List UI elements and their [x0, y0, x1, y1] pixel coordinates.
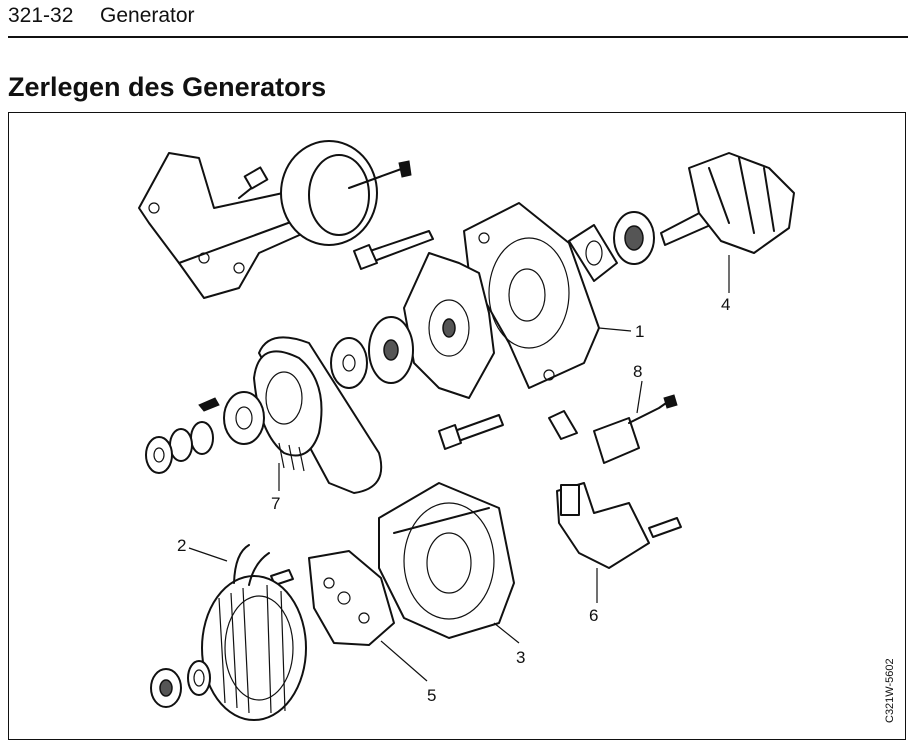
callout-6: 6 — [589, 606, 598, 625]
stator-washer — [187, 660, 211, 696]
callout-4: 4 — [721, 295, 730, 314]
spacer-small — [330, 337, 368, 389]
callout-3: 3 — [516, 648, 525, 667]
header-rule — [8, 36, 908, 38]
rectifier-plate — [308, 550, 395, 646]
slip-ring-end-housing — [378, 482, 515, 639]
exploded-view-figure: 1 2 3 4 5 6 7 8 C321W-5602 — [8, 112, 906, 740]
figure-id: C321W-5602 — [884, 658, 896, 723]
rotor — [660, 152, 795, 254]
drive-belt — [253, 336, 383, 494]
rotor-bearing — [613, 211, 655, 265]
bolt-middle — [438, 414, 504, 450]
small-cap — [548, 410, 578, 440]
pulley-nut-stack — [145, 391, 265, 474]
suppression-capacitor — [593, 394, 678, 464]
section-name: Generator — [100, 4, 195, 27]
fan — [403, 252, 495, 399]
callout-5: 5 — [427, 686, 436, 705]
mounting-bracket — [138, 152, 350, 299]
callout-8: 8 — [633, 362, 642, 381]
end-bearing — [150, 668, 182, 708]
leader-lines — [188, 255, 730, 682]
bolt-upper — [353, 230, 434, 270]
stator — [201, 544, 307, 721]
tensioner-pulley — [280, 140, 412, 246]
callout-2: 2 — [177, 536, 186, 555]
voltage-regulator — [556, 482, 682, 569]
generator-exploded-drawing: 1 2 3 4 5 6 7 8 C321W-5602 — [138, 140, 896, 723]
callout-1: 1 — [635, 322, 644, 341]
spacer-large — [368, 316, 414, 384]
bearing-plate — [568, 224, 618, 282]
section-code: 321-32 — [8, 4, 74, 27]
callout-7: 7 — [271, 494, 280, 513]
page-title: Zerlegen des Generators — [8, 72, 327, 102]
page-header: 321-32 Generator — [8, 0, 908, 40]
